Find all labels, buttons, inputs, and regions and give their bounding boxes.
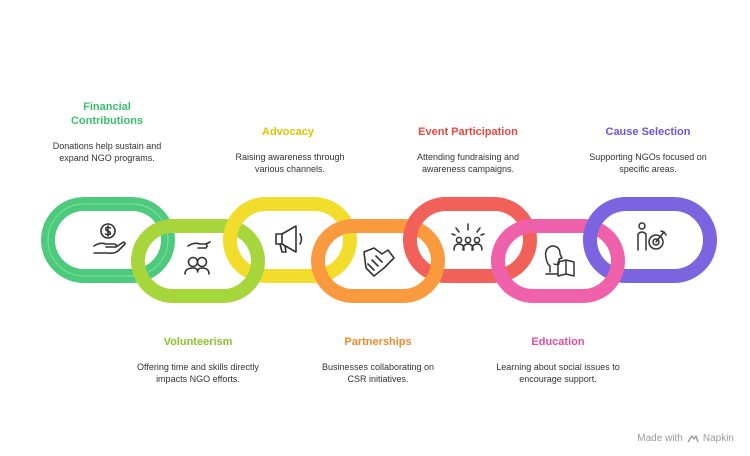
people-group-icon	[451, 223, 485, 251]
link-title-advocacy: Advocacy	[262, 126, 314, 138]
link-title-event: Event Participation	[418, 126, 518, 138]
dollar-hand-icon	[93, 223, 126, 255]
chain-link-financial	[41, 197, 175, 283]
link-title-financial: Financial Contributions	[70, 101, 144, 127]
link-desc-education: Learning about social issues to encourag…	[496, 362, 620, 384]
link-desc-volunteerism: Offering time and skills directly impact…	[137, 362, 259, 384]
napkin-logo-icon	[687, 434, 699, 442]
chain-link-partnerships	[311, 219, 445, 303]
chain-link-education	[491, 219, 625, 303]
link-title-volunteerism: Volunteerism	[163, 336, 233, 348]
volunteer-icon	[184, 241, 211, 275]
link-title-partnerships: Partnerships	[344, 336, 412, 348]
made-with-text: Made with	[637, 433, 683, 444]
link-desc-advocacy: Raising awareness through various channe…	[235, 152, 345, 174]
link-ring	[41, 197, 175, 283]
link-desc-partnerships: Businesses collaborating on CSR initiati…	[321, 362, 435, 384]
reading-person-icon	[544, 245, 575, 277]
link-desc-event: Attending fundraising and awareness camp…	[416, 152, 520, 174]
napkin-watermark[interactable]: Made with Napkin	[637, 433, 734, 444]
chain-link-volunteerism	[131, 219, 265, 303]
brand-name: Napkin	[702, 433, 734, 444]
megaphone-icon	[275, 225, 303, 253]
link-title-cause: Cause Selection	[605, 126, 691, 138]
handshake-icon	[363, 247, 395, 277]
link-desc-cause: Supporting NGOs focused on specific area…	[589, 152, 707, 174]
link-title-education: Education	[531, 336, 585, 348]
target-person-icon	[637, 222, 667, 251]
link-desc-financial: Donations help sustain and expand NGO pr…	[52, 141, 162, 163]
